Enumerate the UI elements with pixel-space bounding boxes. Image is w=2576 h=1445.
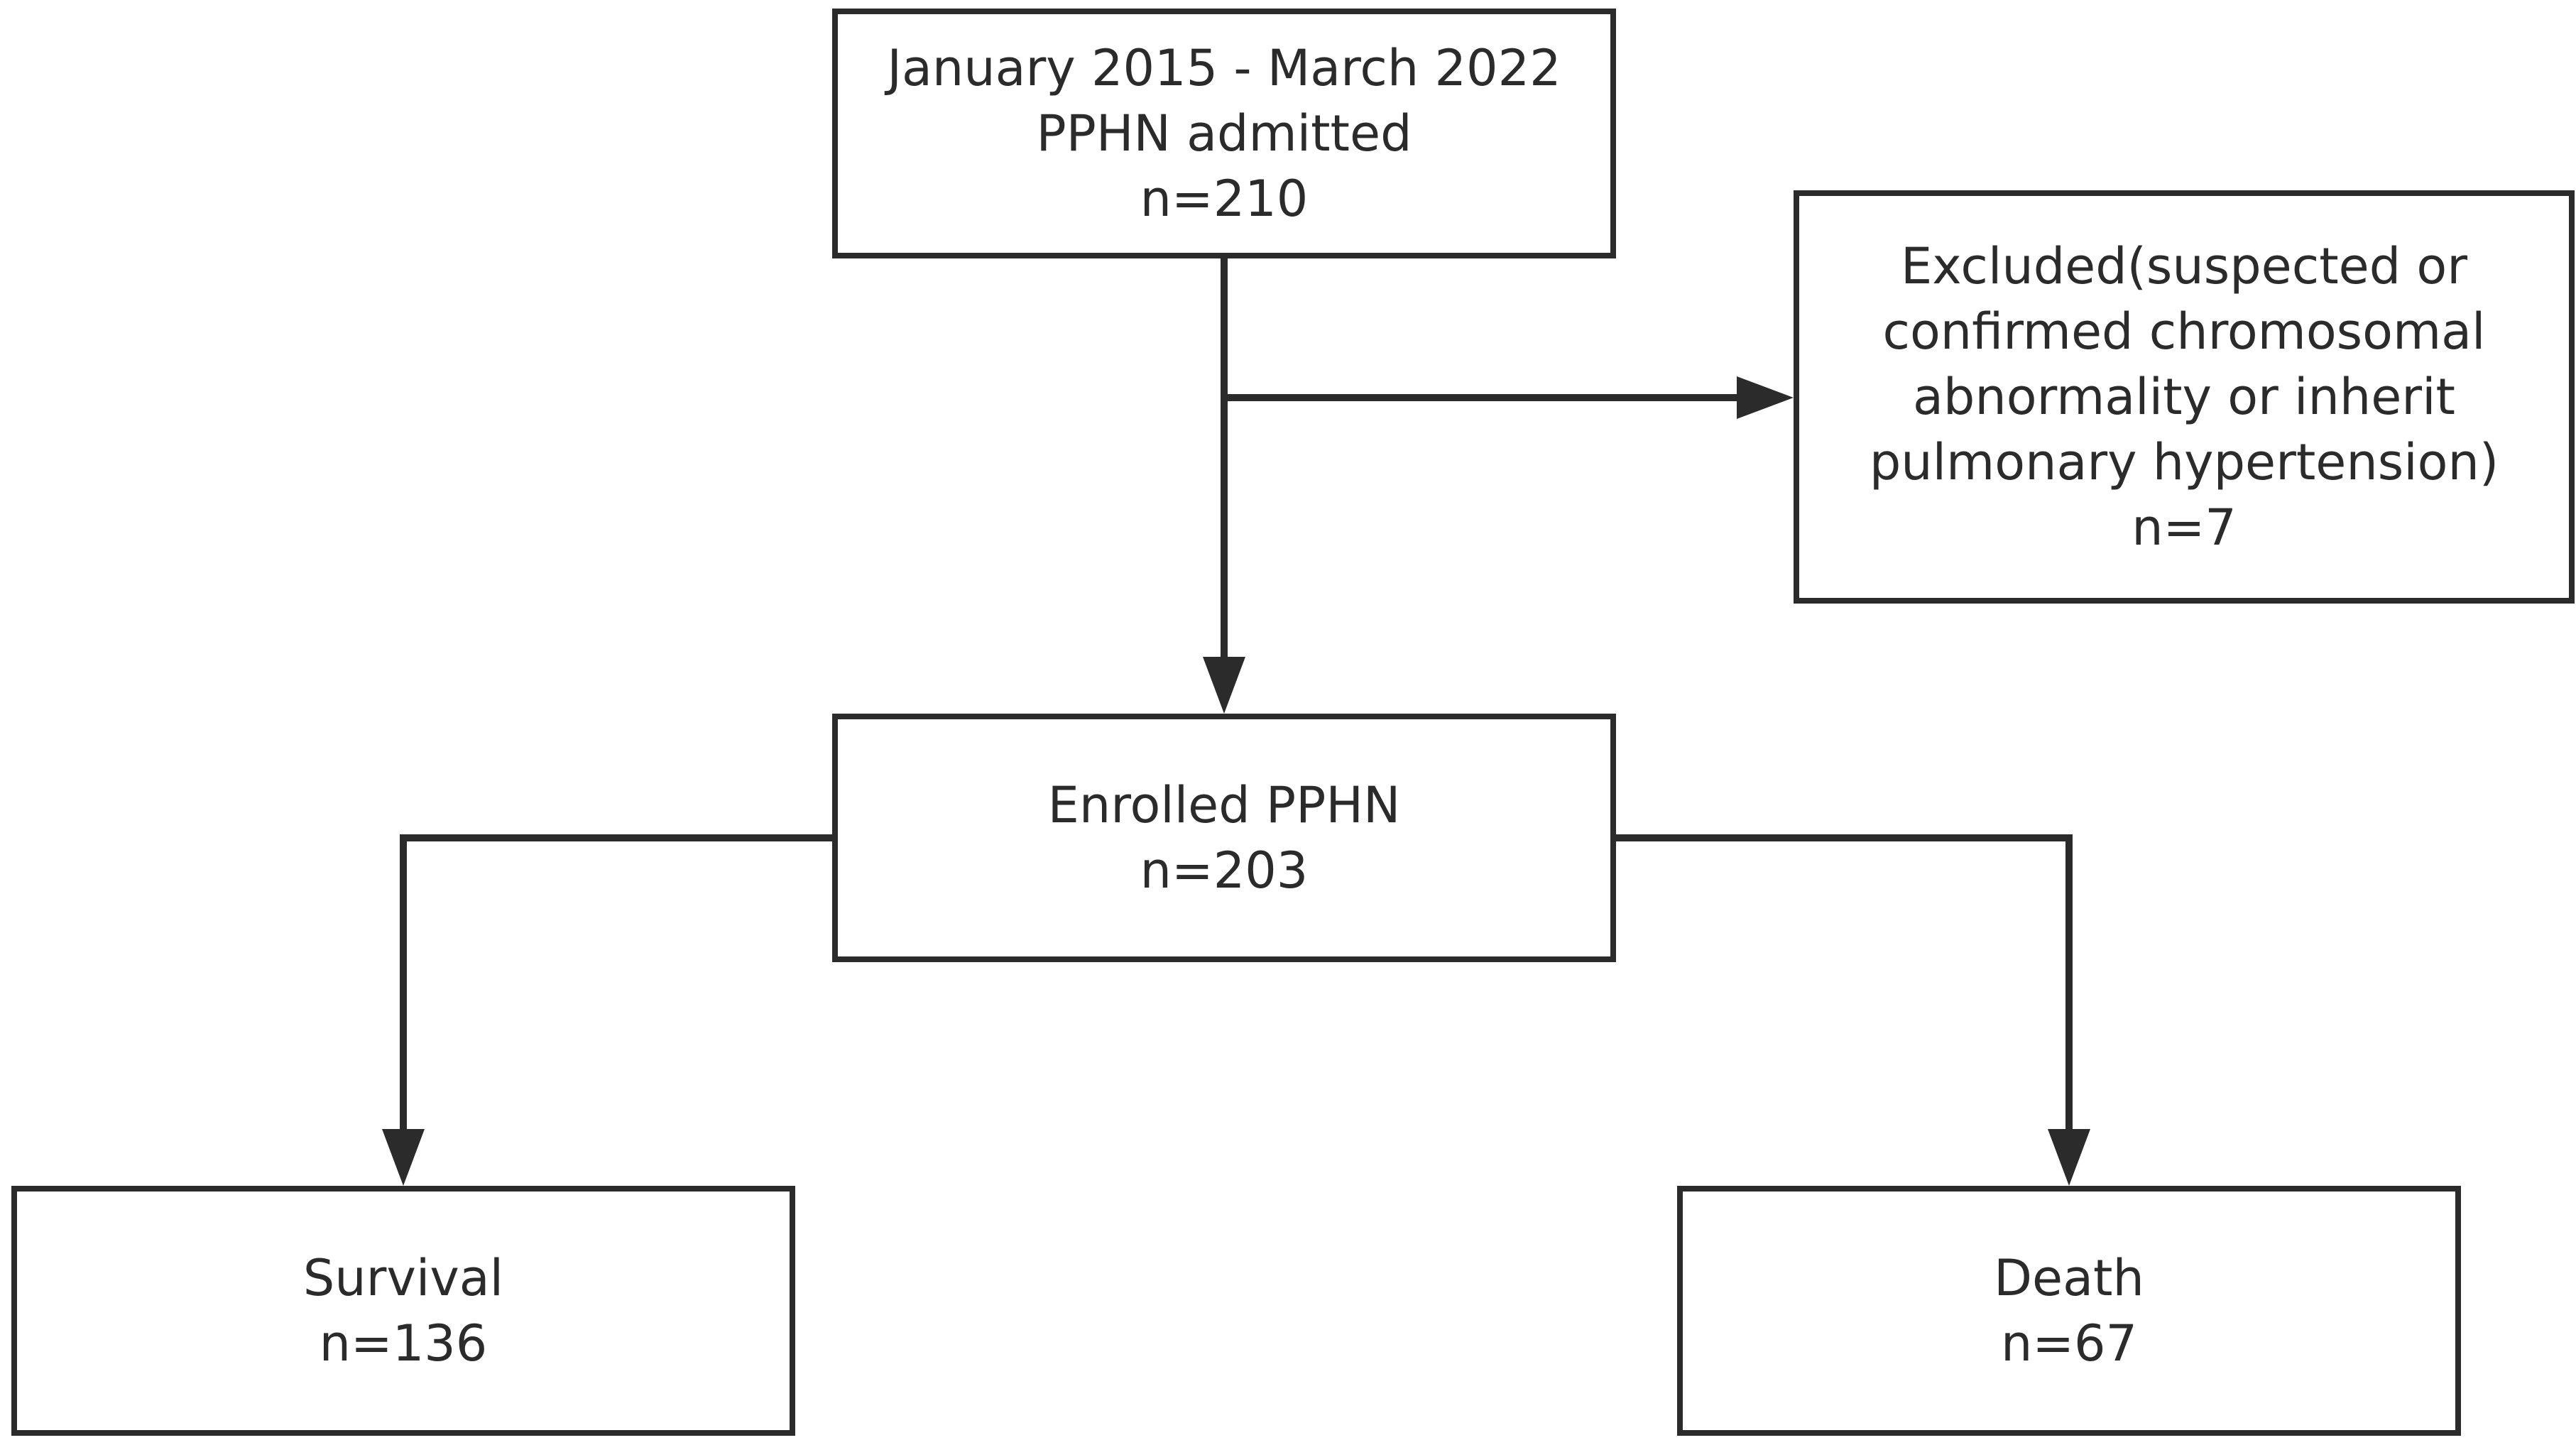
node-text-line: Survival bbox=[302, 1249, 504, 1307]
node-excluded: Excluded(suspected or confirmed chromoso… bbox=[1794, 190, 2575, 604]
arrowhead-survival bbox=[382, 1129, 425, 1186]
node-count: n=136 bbox=[319, 1314, 488, 1373]
node-text-line: Excluded(suspected or bbox=[1900, 237, 2468, 295]
node-text-line: January 2015 - March 2022 bbox=[887, 39, 1561, 97]
node-survival: Survival n=136 bbox=[11, 1186, 795, 1436]
arrowhead-enrolled bbox=[1203, 657, 1245, 714]
node-count: n=210 bbox=[1140, 170, 1309, 228]
node-text-line: PPHN admitted bbox=[1036, 104, 1412, 163]
node-text-line: confirmed chromosomal bbox=[1882, 302, 2486, 361]
node-count: n=7 bbox=[2132, 498, 2237, 557]
node-enrolled: Enrolled PPHN n=203 bbox=[832, 714, 1616, 962]
node-text-line: Enrolled PPHN bbox=[1047, 776, 1401, 834]
node-text-line: abnormality or inherit bbox=[1913, 368, 2455, 426]
node-ppHN-admitted: January 2015 - March 2022 PPHN admitted … bbox=[832, 9, 1616, 258]
arrowhead-excluded bbox=[1737, 376, 1794, 419]
node-count: n=67 bbox=[2000, 1314, 2138, 1373]
arrowhead-death bbox=[2048, 1129, 2090, 1186]
edge-enrolled-to-death bbox=[1616, 834, 2073, 1136]
node-text-line: pulmonary hypertension) bbox=[1869, 433, 2499, 491]
node-text-line: Death bbox=[1994, 1249, 2144, 1307]
edge-enrolled-to-survival bbox=[400, 834, 832, 1136]
node-death: Death n=67 bbox=[1677, 1186, 2461, 1436]
node-count: n=203 bbox=[1140, 841, 1309, 900]
